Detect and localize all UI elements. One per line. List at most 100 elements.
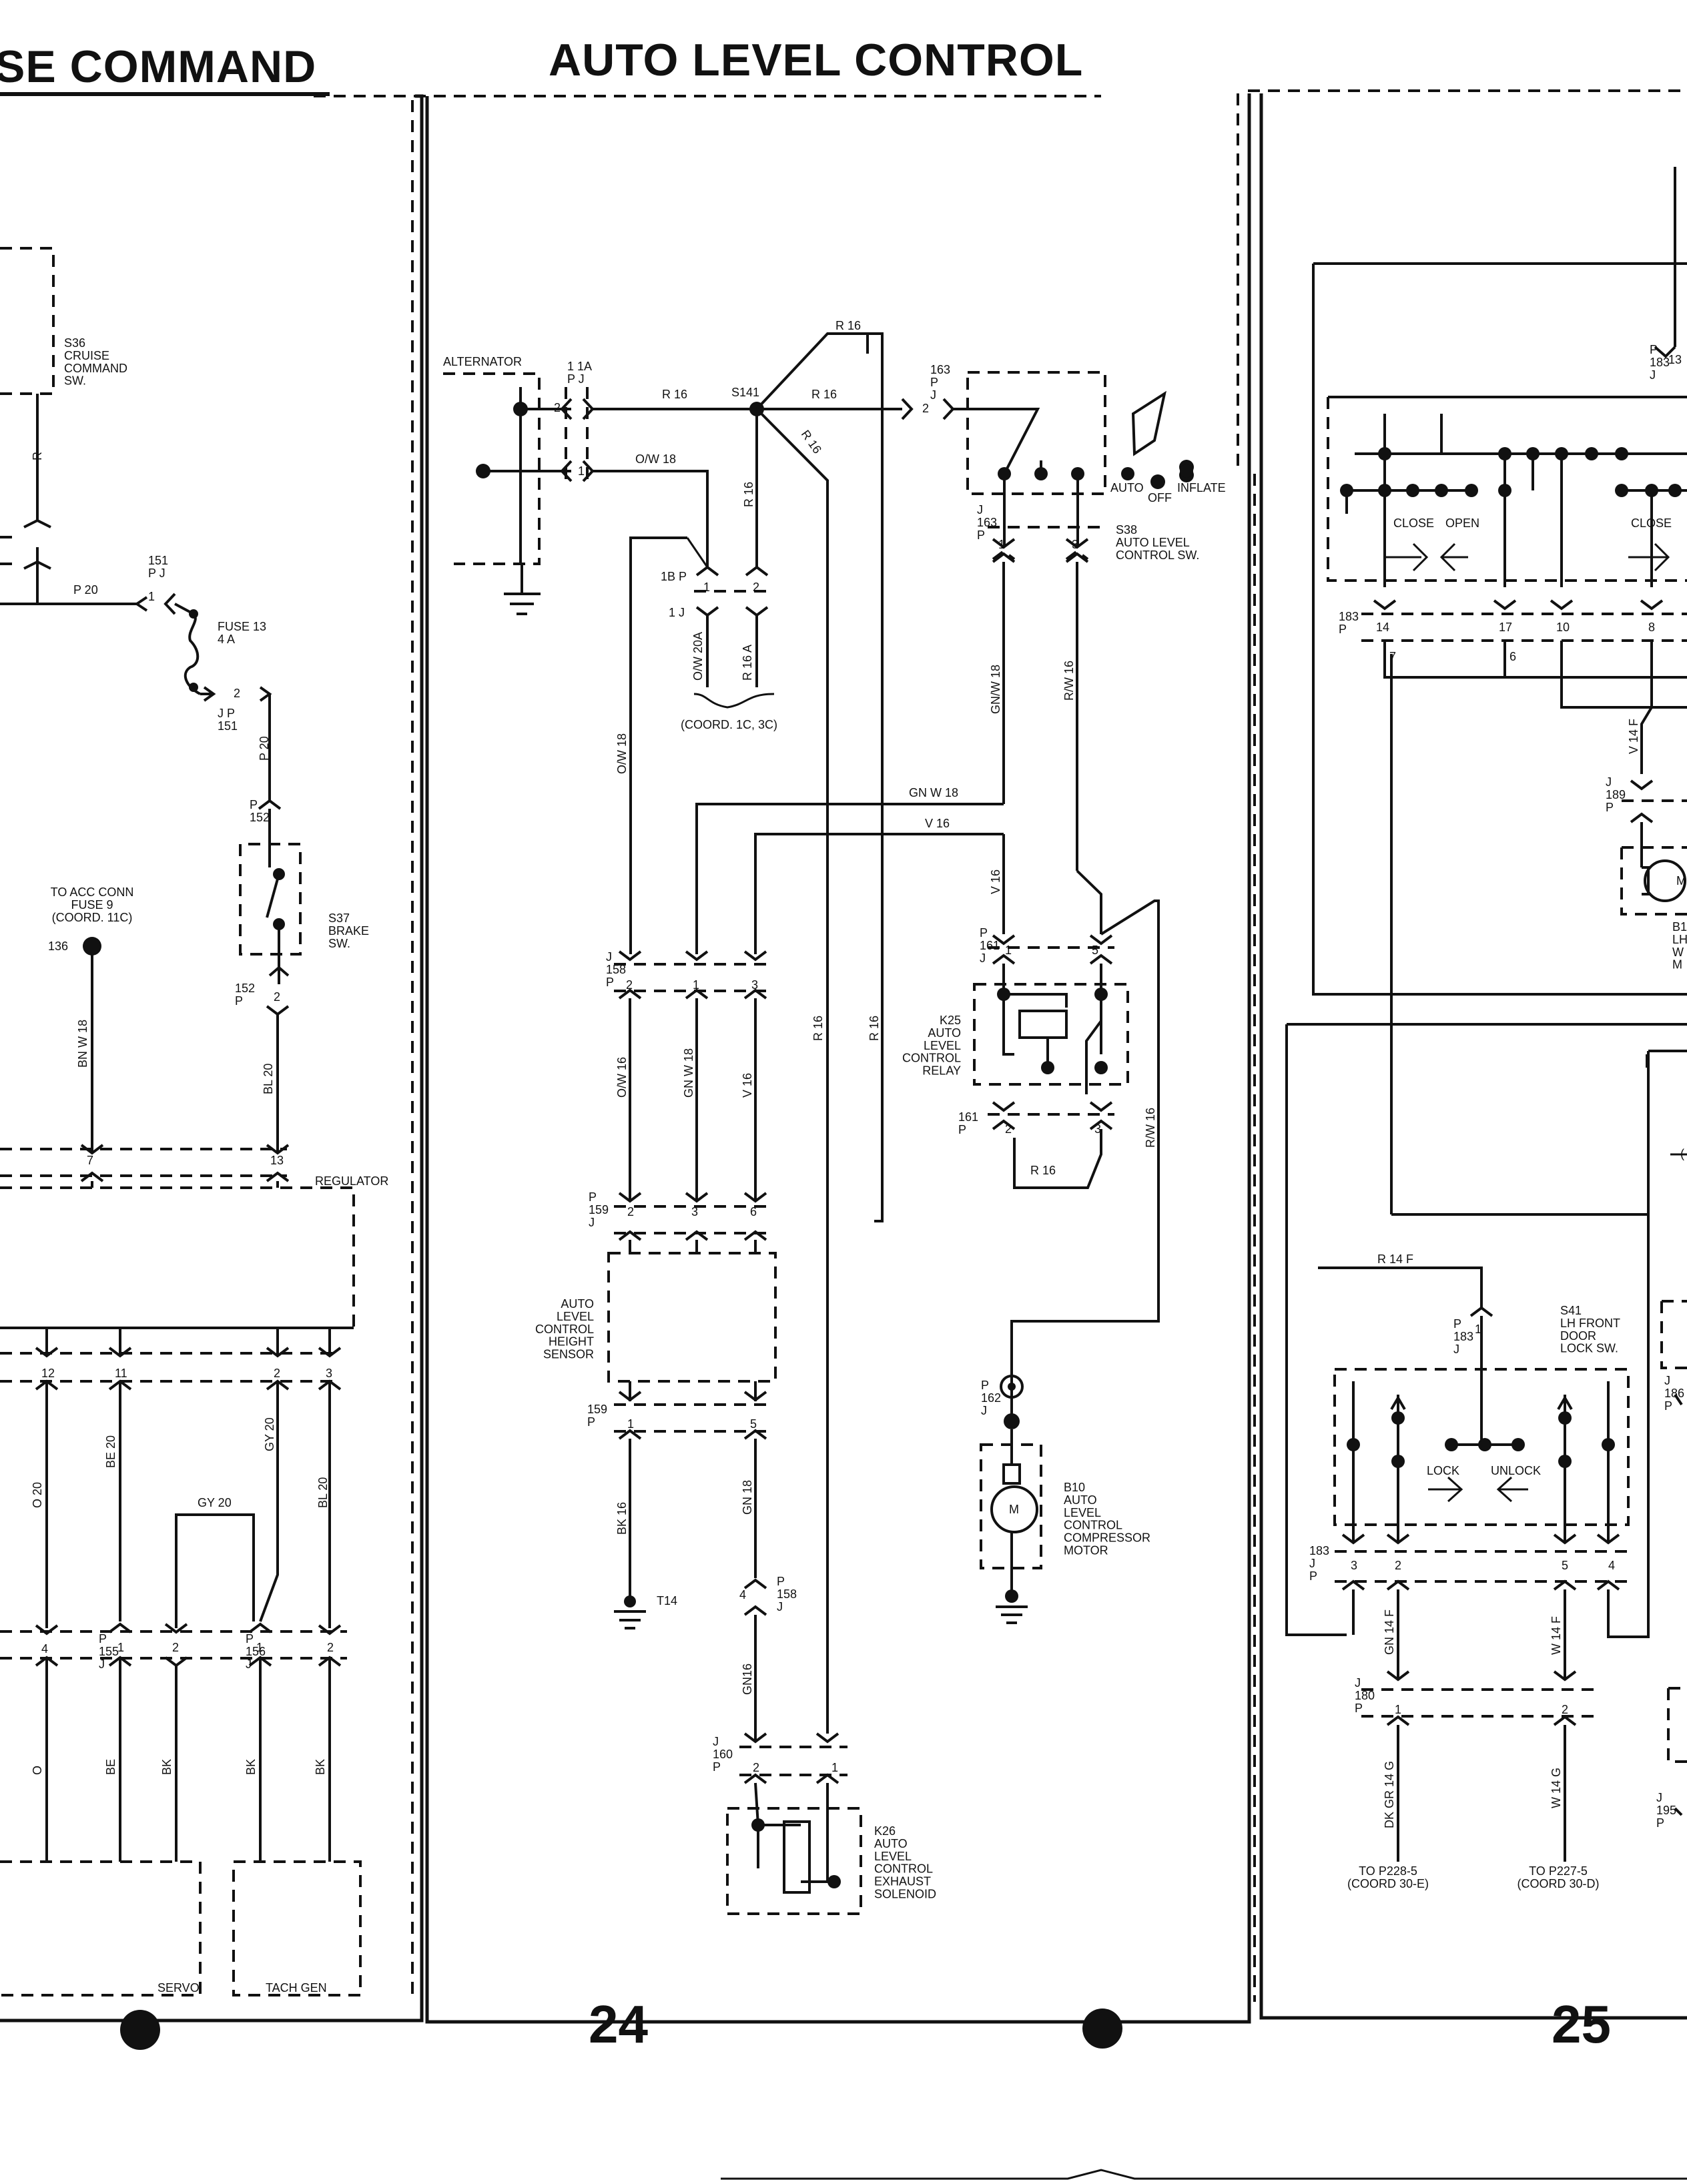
- b10-motor-label-line: AUTO: [1064, 1493, 1097, 1507]
- connector-183-mid-label-line: 183: [1339, 610, 1359, 623]
- k25-relay-label-line: LEVEL: [924, 1039, 961, 1052]
- b1-motor-label-line: B1: [1672, 920, 1687, 934]
- connector-183-pin: 4: [1608, 1559, 1615, 1572]
- wire-v16-horizontal-label-line: V 16: [925, 817, 950, 830]
- s36-label-line: COMMAND: [64, 362, 127, 375]
- height-sensor-label-line: LEVEL: [557, 1310, 594, 1323]
- connector-183-pin: 5: [1562, 1559, 1568, 1572]
- wire-rw16-long-label-line: R/W 16: [1144, 1108, 1157, 1148]
- s36-label-line: CRUISE: [64, 349, 109, 362]
- wire-p20-label-line: P 20: [73, 583, 98, 597]
- wire-o20-label-line: O 20: [31, 1482, 44, 1508]
- connector-1b-label-line: 1B P: [661, 570, 687, 583]
- wire-gn18-label-line: GN 18: [741, 1480, 754, 1515]
- wire-bl20-label-line: BL 20: [262, 1064, 275, 1094]
- s37-brake-switch: [239, 843, 302, 956]
- connector-159-label-line: J: [589, 1216, 595, 1229]
- connector-163-bottom-label-line: 163: [977, 516, 997, 529]
- wire-gnw18-horizontal-label: GN W 18: [909, 786, 958, 799]
- wire-r-label-line: R: [31, 452, 44, 460]
- connector-158-label-line: 158: [606, 963, 626, 976]
- wire-o-label-line: O: [31, 1766, 44, 1775]
- connector-183-pin: 2: [1395, 1559, 1401, 1572]
- unlock-position-label-line: UNLOCK: [1491, 1464, 1541, 1477]
- connector-163-label-line: 163: [930, 363, 950, 376]
- wire-bk16-label-line: BK 16: [615, 1502, 629, 1535]
- connector-183-s41-label-line: 183: [1453, 1330, 1473, 1343]
- regulator-pin: 2: [274, 1367, 280, 1380]
- lock-position-label-line: LOCK: [1427, 1464, 1459, 1477]
- connector-1-label-line: P J: [567, 372, 585, 386]
- connector-186-label-line: P: [1664, 1399, 1672, 1413]
- regulator-pin: 11: [115, 1367, 127, 1380]
- s36-switch-box: [0, 247, 55, 395]
- connector-163-bottom-label-line: J: [977, 503, 983, 516]
- wire-gn16-label-line: GN16: [741, 1664, 754, 1695]
- k25-pin: 3: [1094, 1122, 1101, 1136]
- b1-motor-label-line: W: [1672, 946, 1684, 959]
- lock-position-label: LOCK: [1427, 1464, 1459, 1477]
- k25-relay-label-line: RELAY: [922, 1064, 961, 1078]
- connector-160-pin: 1: [831, 1761, 838, 1774]
- wire-ow18-vertical-label-line: O/W 18: [615, 733, 629, 774]
- wire-dkgr14g-label-line: DK GR 14 G: [1383, 1761, 1396, 1828]
- connector-152-bottom-label-line: P: [235, 994, 243, 1008]
- connector-151-label-line: 151: [148, 554, 168, 567]
- height-sensor-label-line: HEIGHT: [549, 1335, 594, 1349]
- wire-gnw18-vertical-label-line: GN/W 18: [989, 665, 1002, 714]
- servo-label: SERVO: [157, 1981, 200, 1994]
- regulator-box: [0, 1186, 355, 1328]
- b10-motor-label-line: MOTOR: [1064, 1544, 1108, 1557]
- pin-label-line: 13: [1668, 353, 1682, 366]
- connector-152-bottom-label-line: 152: [235, 982, 255, 995]
- paren-glyph: (: [1680, 1147, 1684, 1160]
- connector-195-label-line: P: [1656, 1816, 1664, 1830]
- pin-label-line: 7: [87, 1154, 93, 1167]
- wire-gn18-label: GN 18: [741, 1480, 754, 1515]
- pin-label: 1: [578, 464, 585, 478]
- connector-159-pin: 2: [627, 1205, 634, 1218]
- wire-gn14f-label: GN 14 F: [1383, 1609, 1396, 1655]
- close-position-label: CLOSE: [1631, 516, 1672, 530]
- fuse-13-label-line: FUSE 13: [218, 620, 266, 633]
- pin-label-line: 2: [922, 402, 929, 415]
- b1-motor-label-line: LH: [1672, 933, 1687, 946]
- wire-r-label: R: [31, 452, 44, 460]
- connector-151-label-line: P J: [148, 567, 165, 580]
- connector-151-bottom-label-line: 151: [218, 719, 238, 733]
- wire-gy20-horizontal-label: GY 20: [198, 1496, 232, 1509]
- wire-r16-long-label: R 16: [868, 1016, 881, 1041]
- auto-position-label-line: AUTO: [1110, 481, 1144, 494]
- connector-183-pin: 17: [1499, 621, 1512, 634]
- k25-pin: 1: [1005, 944, 1012, 957]
- regulator-label-line: REGULATOR: [315, 1174, 388, 1188]
- wire-r16-label-line: R 16: [662, 388, 687, 401]
- connector-158-label-line: P: [606, 976, 614, 989]
- wire-v16-bottom-label-line: V 16: [741, 1073, 754, 1098]
- wire-bk-label-line: BK: [314, 1759, 327, 1775]
- connector-155-pin: 1: [117, 1641, 124, 1654]
- wire-rw16-vertical-label-line: R/W 16: [1062, 661, 1076, 701]
- k26-solenoid-label-line: K26: [874, 1824, 896, 1838]
- connector-195-label-line: J: [1656, 1791, 1662, 1804]
- off-position-label: OFF: [1148, 491, 1172, 504]
- k25-relay-label-line: AUTO: [928, 1026, 961, 1040]
- paren-glyph-line: (: [1680, 1147, 1684, 1160]
- wire-bl20-bottom-label: BL 20: [316, 1477, 330, 1508]
- wire-p20-vertical-label-line: P 20: [258, 736, 271, 761]
- wire-r16-diagonal-label-line: R 16: [799, 428, 824, 456]
- connector-180-pin: 2: [1562, 1703, 1568, 1716]
- panel-frames: [0, 93, 1687, 2024]
